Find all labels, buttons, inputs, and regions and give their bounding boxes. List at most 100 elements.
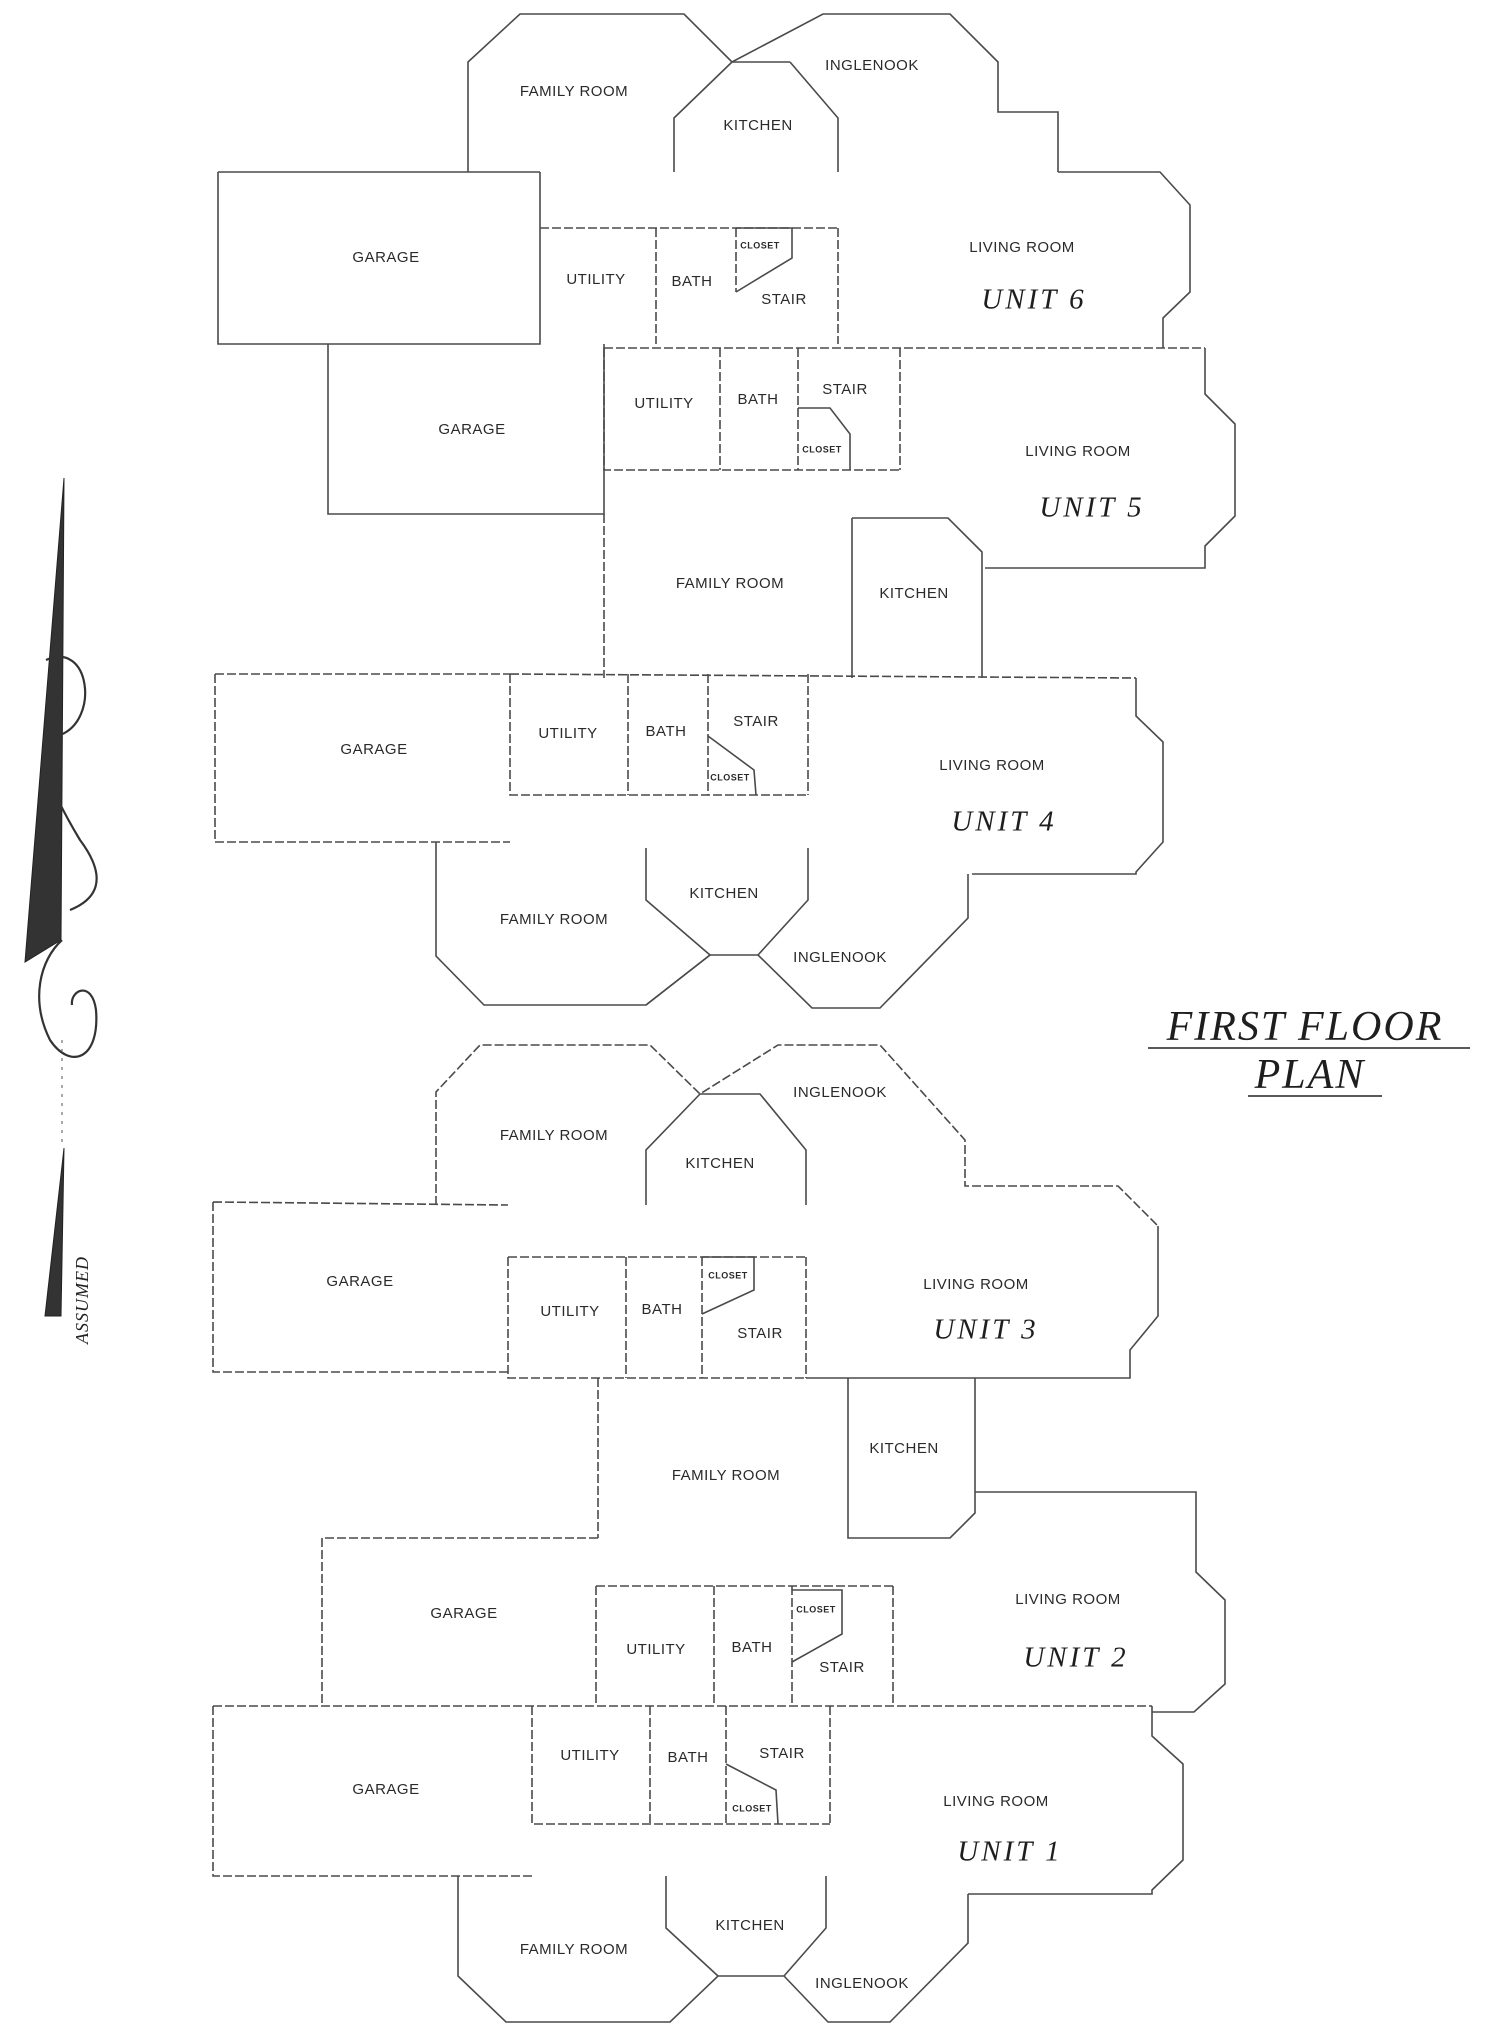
wall-unit6-north-wing [467, 13, 1059, 172]
unit-label: UNIT 6 [981, 284, 1086, 316]
plan-title-line1: FIRST FLOOR [1166, 1004, 1444, 1050]
room-stair: STAIR [733, 713, 779, 730]
room-stair: STAIR [822, 381, 868, 398]
room-closet: CLOSET [802, 444, 842, 454]
room-kitchen: KITCHEN [689, 885, 758, 902]
room-living-room: LIVING ROOM [1025, 443, 1131, 460]
wall-unit3-north-wing [435, 1044, 1159, 1227]
wall-unit6-closet [735, 227, 793, 293]
room-garage: GARAGE [352, 1781, 419, 1798]
wall-unit5-service [603, 347, 1205, 471]
room-utility: UTILITY [538, 725, 597, 742]
room-family-room: FAMILY ROOM [520, 1941, 628, 1958]
wall-unit1-garage [212, 1705, 1152, 1877]
wall-unit3-kitchen-s [847, 1378, 976, 1539]
room-inglenook: INGLENOOK [793, 949, 887, 966]
unit-label: UNIT 3 [933, 1314, 1038, 1346]
wall-unit2-service [595, 1585, 894, 1706]
wall-unit6-kitchen [673, 61, 839, 172]
room-kitchen-south: KITCHEN [869, 1440, 938, 1457]
room-kitchen: KITCHEN [879, 585, 948, 602]
unit-2: GARAGE UTILITY BATH CLOSET STAIR LIVING … [430, 1591, 1128, 1676]
wall-unit4-service [509, 673, 1137, 796]
wall-unit3-garage [212, 1201, 509, 1373]
room-bath: BATH [738, 391, 779, 408]
room-garage: GARAGE [326, 1273, 393, 1290]
room-living-room: LIVING ROOM [943, 1793, 1049, 1810]
room-kitchen: KITCHEN [723, 117, 792, 134]
room-inglenook: INGLENOOK [793, 1084, 887, 1101]
room-inglenook: INGLENOOK [825, 57, 919, 74]
wall-unit6-service [540, 227, 839, 344]
north-arrow-lower-blade [44, 1147, 65, 1317]
room-family-room: FAMILY ROOM [520, 83, 628, 100]
unit-3: FAMILY ROOM INGLENOOK KITCHEN GARAGE UTI… [326, 1084, 1038, 1484]
room-utility: UTILITY [560, 1747, 619, 1764]
room-utility: UTILITY [566, 271, 625, 288]
room-family-room: FAMILY ROOM [676, 575, 784, 592]
plan-title: FIRST FLOOR PLAN [1148, 1004, 1470, 1098]
room-bath: BATH [672, 273, 713, 290]
wall-unit3-closet [701, 1256, 755, 1315]
room-family-room-south: FAMILY ROOM [672, 1467, 780, 1484]
wall-unit5-kitchen [851, 517, 983, 678]
wall-unit1-kitchen [665, 1876, 827, 1977]
room-bath: BATH [668, 1749, 709, 1766]
room-bath: BATH [732, 1639, 773, 1656]
room-stair: STAIR [819, 1659, 865, 1676]
room-bath: BATH [646, 723, 687, 740]
room-garage: GARAGE [430, 1605, 497, 1622]
room-stair: STAIR [761, 291, 807, 308]
room-bath: BATH [642, 1301, 683, 1318]
walls [212, 13, 1236, 2023]
unit-1: GARAGE UTILITY BATH STAIR CLOSET LIVING … [352, 1745, 1062, 1992]
unit-4: GARAGE UTILITY BATH STAIR CLOSET LIVING … [340, 713, 1056, 966]
wall-unit4-south-wing [435, 842, 969, 1009]
north-arrow-upper-blade [24, 477, 65, 963]
unit-label: UNIT 5 [1039, 492, 1144, 524]
room-family-room: FAMILY ROOM [500, 1127, 608, 1144]
unit-label: UNIT 2 [1023, 1642, 1128, 1674]
wall-unit4-kitchen [645, 848, 809, 1006]
north-arrow-label: ASSUMED [72, 1256, 92, 1345]
unit-label: UNIT 4 [951, 806, 1056, 838]
wall-unit2-living [975, 1491, 1226, 1713]
wall-unit4-living [972, 678, 1164, 875]
wall-unit2-garage [321, 1537, 598, 1706]
north-arrow: ASSUMED [24, 477, 98, 1345]
room-kitchen: KITCHEN [685, 1155, 754, 1172]
room-garage: GARAGE [438, 421, 505, 438]
wall-unit2-closet [791, 1589, 843, 1663]
room-inglenook: INGLENOOK [815, 1975, 909, 1992]
wall-unit5-living [985, 348, 1236, 569]
wall-unit3-kitchen [645, 1093, 807, 1205]
unit-5: GARAGE UTILITY BATH STAIR CLOSET LIVING … [438, 381, 1144, 602]
wall-unit3-service [507, 1256, 807, 1379]
room-utility: UTILITY [626, 1641, 685, 1658]
room-living-room: LIVING ROOM [939, 757, 1045, 774]
room-kitchen: KITCHEN [715, 1917, 784, 1934]
room-living-room: LIVING ROOM [1015, 1591, 1121, 1608]
wall-unit6-living [1058, 171, 1191, 348]
wall-unit6-garage [217, 171, 541, 345]
wall-unit1-closet [725, 1763, 779, 1825]
room-stair: STAIR [737, 1325, 783, 1342]
room-closet: CLOSET [740, 240, 780, 250]
unit-label: UNIT 1 [957, 1836, 1062, 1868]
wall-unit4-closet [707, 735, 757, 796]
room-garage: GARAGE [340, 741, 407, 758]
unit-6: FAMILY ROOM INGLENOOK KITCHEN GARAGE UTI… [352, 57, 1086, 316]
room-closet: CLOSET [732, 1803, 772, 1813]
wall-unit1-living [968, 1706, 1184, 1895]
room-utility: UTILITY [540, 1303, 599, 1320]
room-family-room: FAMILY ROOM [500, 911, 608, 928]
room-utility: UTILITY [634, 395, 693, 412]
room-closet: CLOSET [710, 772, 750, 782]
room-garage: GARAGE [352, 249, 419, 266]
room-stair: STAIR [759, 1745, 805, 1762]
room-living-room: LIVING ROOM [969, 239, 1075, 256]
room-closet: CLOSET [796, 1604, 836, 1614]
wall-unit1-south-wing [457, 1876, 969, 2023]
wall-unit4-garage [214, 673, 510, 843]
